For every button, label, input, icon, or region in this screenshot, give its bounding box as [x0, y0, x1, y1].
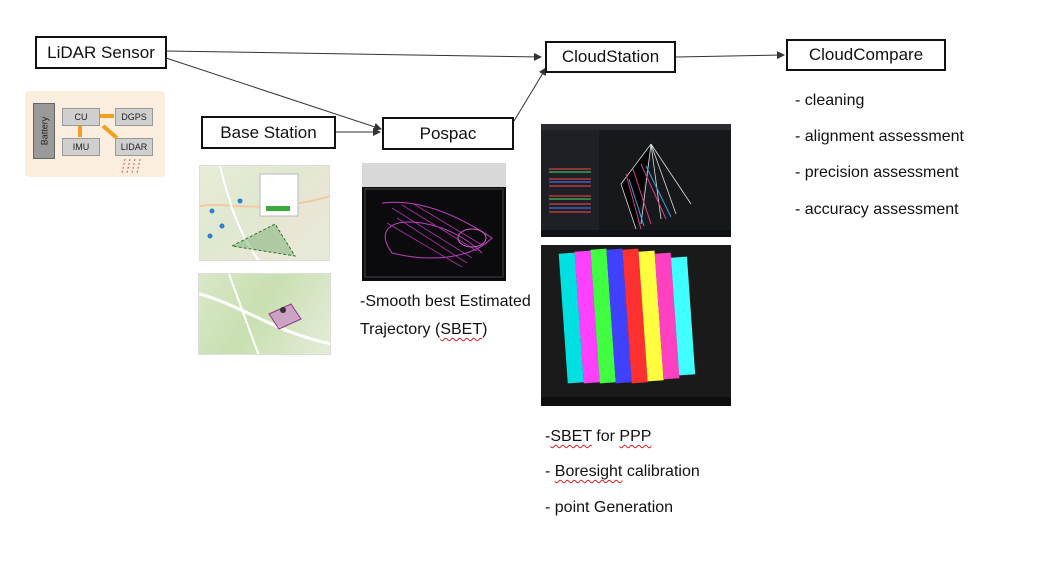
cloudcompare-note-cleaning: - cleaning — [795, 92, 865, 109]
node-cloudstation: CloudStation — [545, 41, 676, 73]
node-lidar-sensor-label: LiDAR Sensor — [47, 42, 155, 62]
lidar-block: LIDAR — [115, 138, 153, 156]
arrow-lidar-to-pospac — [165, 57, 382, 131]
pospac-toolbar — [362, 163, 506, 187]
site-map-image — [198, 273, 331, 355]
node-lidar-sensor: LiDAR Sensor — [35, 36, 167, 69]
node-cloudstation-label: CloudStation — [561, 47, 660, 66]
arrow-pospac-to-cloudstation — [513, 67, 547, 122]
cloudstation-pointcloud-image — [541, 245, 731, 406]
node-base-station-label: Base Station — [220, 122, 317, 142]
cloudstation-note-boresight: - Boresight calibration — [545, 463, 700, 480]
arrow-cloudstation-to-cloudcompare — [675, 51, 785, 60]
base-station-map-image — [199, 165, 330, 261]
node-pospac: Pospac — [382, 117, 514, 150]
node-pospac-label: Pospac — [419, 123, 477, 143]
sbet-abbr: SBET — [440, 321, 483, 338]
pointcloud-graphic — [541, 248, 731, 406]
cloudstation-note-point-generation: - point Generation — [545, 499, 674, 516]
pospac-note-line2: Trajectory (SBET) — [360, 321, 488, 338]
map-network-graphic — [200, 166, 329, 260]
arrow-lidar-to-cloudstation — [165, 50, 542, 61]
node-base-station: Base Station — [201, 116, 336, 149]
calibration-view-graphic — [541, 124, 731, 237]
site-map-graphic — [199, 274, 330, 354]
node-cloudcompare-label: CloudCompare — [808, 45, 924, 64]
pospac-note-line1: -Smooth best Estimated — [360, 293, 531, 310]
hardware-diagram: Battery CU DGPS IMU LIDAR — [25, 91, 165, 177]
imu-block: IMU — [62, 138, 100, 156]
cu-block: CU — [62, 108, 100, 126]
cloudstation-note-sbet-ppp: -SBET for PPP — [545, 428, 652, 445]
cloudcompare-note-accuracy: - accuracy assessment — [795, 201, 959, 218]
pospac-trajectory-image — [362, 163, 506, 281]
cloudcompare-note-alignment: - alignment assessment — [795, 128, 964, 145]
trajectory-plot — [364, 188, 504, 278]
dgps-block: DGPS — [115, 108, 153, 126]
battery-block: Battery — [33, 103, 55, 159]
cloudstation-calibration-image — [541, 124, 731, 237]
node-cloudcompare: CloudCompare — [786, 39, 946, 71]
hardware-arrows — [78, 114, 141, 174]
cloudcompare-note-precision: - precision assessment — [795, 164, 959, 181]
